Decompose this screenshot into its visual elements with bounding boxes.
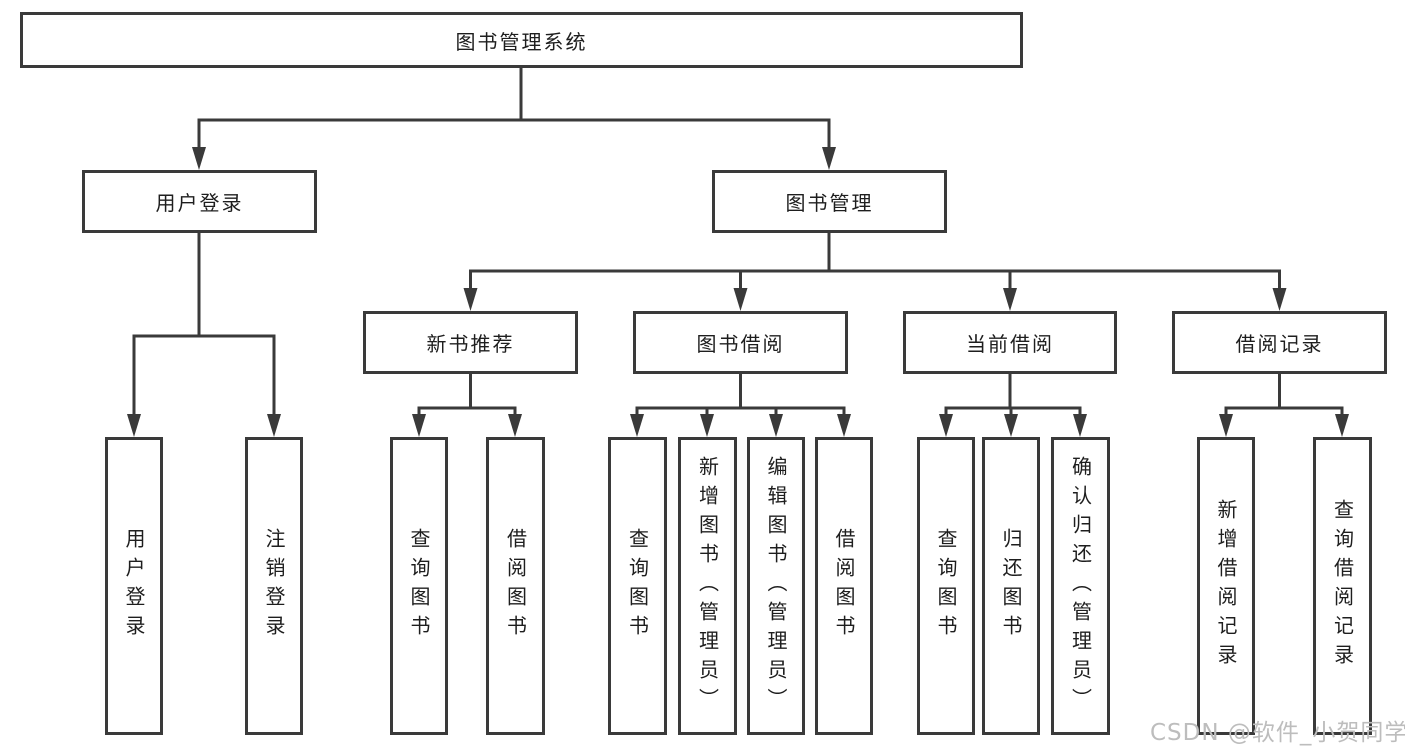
node-leaf-edit-books-admin-label: 编辑图书（管理员） bbox=[764, 455, 788, 717]
node-current-borrowing: 当前借阅 bbox=[903, 311, 1117, 374]
node-leaf-query-books-1-label: 查询图书 bbox=[407, 528, 431, 644]
csdn-watermark: CSDN @软件_小贺同学 bbox=[1150, 720, 1405, 746]
node-leaf-user-login: 用户登录 bbox=[105, 437, 163, 735]
node-leaf-borrow-books-2-label: 借阅图书 bbox=[832, 528, 856, 644]
node-leaf-borrow-books-1: 借阅图书 bbox=[486, 437, 545, 735]
node-leaf-borrow-books-1-label: 借阅图书 bbox=[503, 528, 528, 644]
node-leaf-add-borrow-record-label: 新增借阅记录 bbox=[1214, 499, 1238, 673]
connector-borrowing-records-to-children bbox=[1224, 374, 1344, 418]
node-leaf-logout-label: 注销登录 bbox=[262, 528, 286, 644]
node-new-book-recommend-label: 新书推荐 bbox=[426, 332, 515, 356]
node-leaf-query-borrow-record-label: 查询借阅记录 bbox=[1330, 499, 1355, 673]
connector-book-management-to-level3 bbox=[469, 233, 1281, 292]
node-leaf-user-login-label: 用户登录 bbox=[122, 528, 146, 644]
arrowheads-level2 bbox=[192, 147, 836, 170]
node-book-management: 图书管理 bbox=[712, 170, 947, 233]
connector-current-borrowing-to-children bbox=[944, 374, 1082, 418]
node-leaf-query-books-2-label: 查询图书 bbox=[625, 528, 650, 644]
node-root: 图书管理系统 bbox=[20, 12, 1023, 68]
node-leaf-edit-books-admin: 编辑图书（管理员） bbox=[747, 437, 805, 735]
node-user-login-label: 用户登录 bbox=[155, 191, 244, 215]
node-book-management-label: 图书管理 bbox=[785, 191, 874, 215]
node-book-borrowing: 图书借阅 bbox=[633, 311, 848, 374]
node-root-label: 图书管理系统 bbox=[455, 29, 588, 54]
node-leaf-return-books-label: 归还图书 bbox=[999, 528, 1023, 644]
node-new-book-recommend: 新书推荐 bbox=[363, 311, 578, 374]
node-leaf-confirm-return-admin-label: 确认归还（管理员） bbox=[1068, 455, 1093, 717]
arrowheads-level3 bbox=[463, 288, 1287, 311]
node-leaf-confirm-return-admin: 确认归还（管理员） bbox=[1051, 437, 1110, 735]
connector-user-login-to-children bbox=[132, 233, 276, 416]
node-book-borrowing-label: 图书借阅 bbox=[696, 332, 785, 356]
node-user-login: 用户登录 bbox=[82, 170, 317, 233]
arrowheads-level4 bbox=[127, 414, 1349, 437]
node-leaf-borrow-books-2: 借阅图书 bbox=[815, 437, 873, 735]
node-leaf-query-books-1: 查询图书 bbox=[390, 437, 448, 735]
connector-book-borrowing-to-children bbox=[635, 374, 846, 418]
node-leaf-query-books-2: 查询图书 bbox=[608, 437, 667, 735]
node-borrowing-records: 借阅记录 bbox=[1172, 311, 1387, 374]
node-leaf-query-borrow-record: 查询借阅记录 bbox=[1313, 437, 1372, 735]
node-leaf-logout: 注销登录 bbox=[245, 437, 303, 735]
connector-root-to-level2 bbox=[197, 68, 831, 150]
node-leaf-add-books-admin-label: 新增图书（管理员） bbox=[695, 455, 720, 717]
node-borrowing-records-label: 借阅记录 bbox=[1235, 332, 1324, 356]
node-leaf-return-books: 归还图书 bbox=[982, 437, 1040, 735]
connector-new-book-recommend-to-children bbox=[417, 374, 517, 418]
node-leaf-query-books-3: 查询图书 bbox=[917, 437, 975, 735]
node-leaf-add-books-admin: 新增图书（管理员） bbox=[678, 437, 737, 735]
node-current-borrowing-label: 当前借阅 bbox=[966, 332, 1054, 356]
node-leaf-query-books-3-label: 查询图书 bbox=[934, 528, 958, 644]
node-leaf-add-borrow-record: 新增借阅记录 bbox=[1197, 437, 1255, 735]
